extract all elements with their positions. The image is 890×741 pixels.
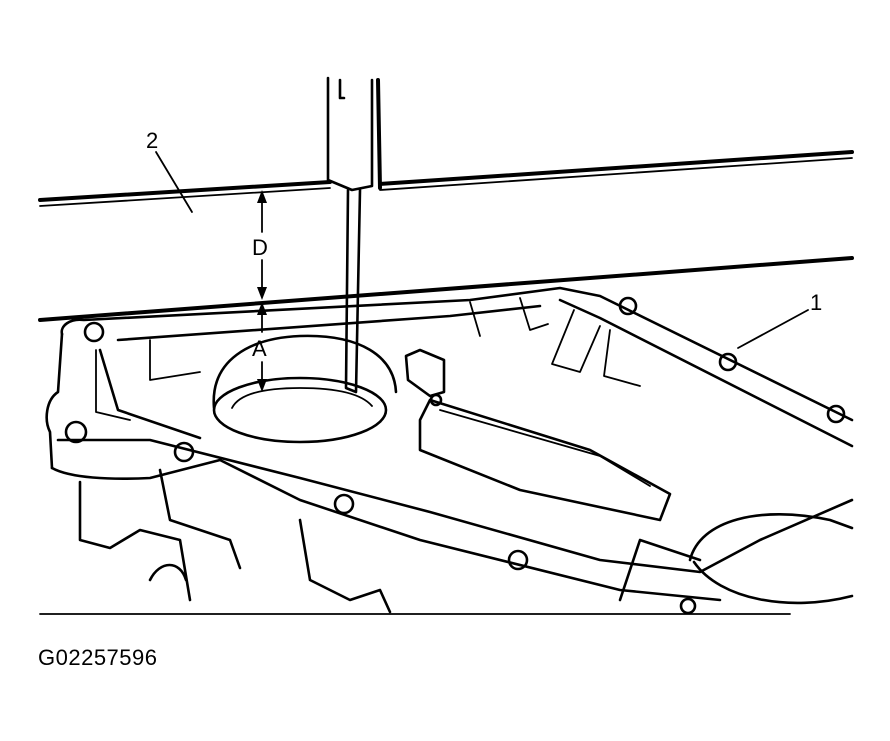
depth-gauge bbox=[326, 76, 382, 394]
transmission-case-housing bbox=[39, 286, 854, 615]
dimension-d-arrow bbox=[257, 190, 267, 300]
dimension-label-d: D bbox=[252, 235, 268, 260]
straight-edge bbox=[38, 150, 854, 322]
bearing-bore bbox=[212, 334, 398, 444]
leader-line-part-2 bbox=[155, 151, 193, 213]
figure-id-label: G02257596 bbox=[38, 645, 158, 670]
bolt-holes bbox=[64, 296, 846, 615]
dimension-label-a: A bbox=[252, 336, 267, 361]
callout-label-part-1: 1 bbox=[810, 290, 822, 315]
leader-line-part-1 bbox=[737, 309, 809, 349]
callout-label-part-2: 2 bbox=[146, 128, 158, 153]
